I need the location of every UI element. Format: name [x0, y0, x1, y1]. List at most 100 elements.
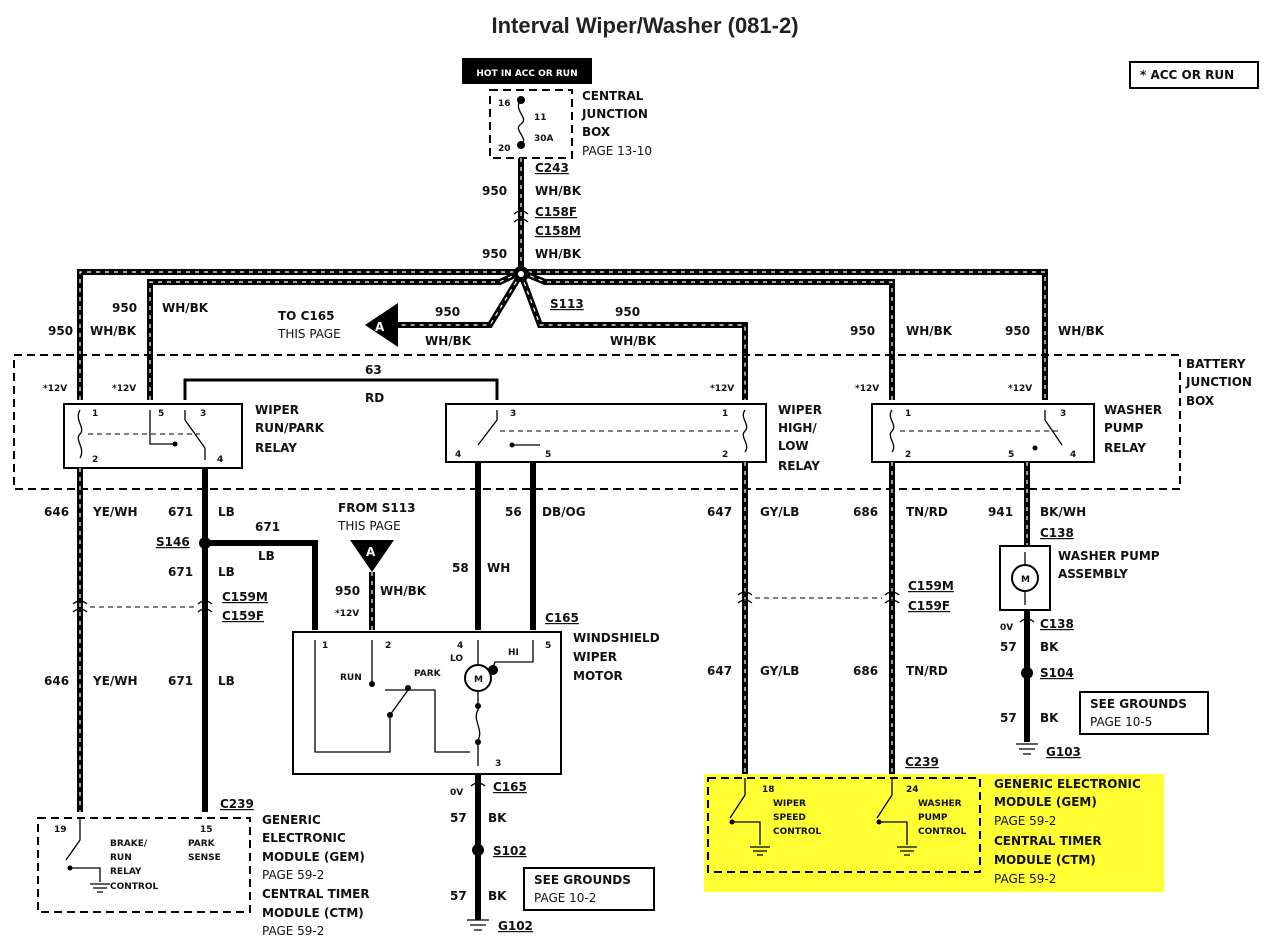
svg-text:MOTOR: MOTOR [573, 669, 623, 683]
svg-text:WASHER PUMP: WASHER PUMP [1058, 549, 1160, 563]
svg-text:G103: G103 [1046, 745, 1081, 759]
svg-text:RELAY: RELAY [778, 459, 820, 473]
svg-text:SEE GROUNDS: SEE GROUNDS [1090, 697, 1187, 711]
svg-text:RELAY: RELAY [255, 441, 297, 455]
svg-text:C159F: C159F [908, 599, 950, 613]
svg-text:WINDSHIELD: WINDSHIELD [573, 631, 660, 645]
diagram-title: Interval Wiper/Washer (081-2) [491, 13, 798, 38]
svg-text:3: 3 [510, 409, 516, 419]
svg-text:RUN/PARK: RUN/PARK [255, 421, 325, 435]
svg-text:GY/LB: GY/LB [760, 664, 799, 678]
svg-text:C158M: C158M [535, 224, 581, 238]
svg-text:5: 5 [1008, 450, 1014, 460]
svg-text:19: 19 [54, 825, 67, 835]
gem-module-right: 18 24 WIPER SPEED CONTROL WASHER PUMP CO… [704, 774, 1164, 892]
svg-text:RUN: RUN [340, 673, 362, 683]
svg-text:C159F: C159F [222, 609, 264, 623]
svg-text:YE/WH: YE/WH [92, 505, 138, 519]
svg-text:MODULE (GEM): MODULE (GEM) [994, 795, 1097, 809]
svg-text:646: 646 [44, 505, 69, 519]
ground-symbol [467, 919, 489, 931]
svg-text:LB: LB [218, 505, 235, 519]
svg-text:M: M [1021, 575, 1030, 585]
svg-text:950: 950 [482, 184, 507, 198]
svg-text:MODULE (CTM): MODULE (CTM) [994, 853, 1096, 867]
svg-text:686: 686 [853, 664, 878, 678]
svg-text:PAGE 59-2: PAGE 59-2 [262, 868, 324, 882]
svg-text:TN/RD: TN/RD [906, 505, 948, 519]
svg-text:PAGE 59-2: PAGE 59-2 [262, 924, 324, 937]
svg-text:C138: C138 [1040, 526, 1074, 540]
svg-text:BOX: BOX [1186, 394, 1215, 408]
svg-text:5: 5 [158, 409, 164, 419]
svg-text:4: 4 [455, 450, 461, 460]
svg-text:*12V: *12V [855, 384, 879, 394]
svg-text:63: 63 [365, 363, 382, 377]
svg-text:BRAKE/: BRAKE/ [110, 839, 148, 849]
svg-text:5: 5 [545, 450, 551, 460]
svg-text:950: 950 [850, 324, 875, 338]
svg-text:WIPER: WIPER [773, 799, 806, 809]
washer-pump-relay: *12V *12V 1 2 3 5 4 [855, 384, 1095, 463]
svg-text:BK: BK [488, 811, 507, 825]
power-label-box [462, 58, 592, 84]
svg-text:950: 950 [112, 301, 137, 315]
svg-text:*12V: *12V [43, 384, 67, 394]
svg-text:LB: LB [218, 565, 235, 579]
svg-text:*12V: *12V [112, 384, 136, 394]
svg-text:24: 24 [906, 785, 919, 795]
svg-text:30A: 30A [534, 134, 554, 144]
svg-text:GENERIC: GENERIC [262, 813, 321, 827]
svg-text:C243: C243 [535, 161, 569, 175]
svg-text:HIGH/: HIGH/ [778, 421, 817, 435]
svg-text:3: 3 [200, 409, 206, 419]
svg-text:BATTERY: BATTERY [1186, 357, 1246, 371]
svg-text:C159M: C159M [908, 579, 954, 593]
svg-text:2: 2 [722, 450, 728, 460]
svg-text:S104: S104 [1040, 666, 1074, 680]
svg-text:647: 647 [707, 664, 732, 678]
svg-text:HI: HI [508, 648, 519, 658]
svg-text:DB/OG: DB/OG [542, 505, 586, 519]
svg-text:A: A [375, 320, 385, 334]
svg-text:5: 5 [545, 641, 551, 651]
svg-text:941: 941 [988, 505, 1013, 519]
svg-text:671: 671 [168, 565, 193, 579]
svg-text:4: 4 [217, 455, 223, 465]
svg-text:*12V: *12V [710, 384, 734, 394]
svg-text:S146: S146 [156, 535, 190, 549]
svg-text:WH/BK: WH/BK [162, 301, 209, 315]
svg-text:CONTROL: CONTROL [773, 827, 822, 837]
svg-text:TN/RD: TN/RD [906, 664, 948, 678]
svg-text:THIS PAGE: THIS PAGE [277, 327, 341, 341]
svg-text:A: A [366, 545, 376, 559]
svg-text:PARK: PARK [414, 669, 442, 679]
from-s113-arrow [350, 540, 394, 572]
svg-text:950: 950 [435, 305, 460, 319]
svg-text:GENERIC ELECTRONIC: GENERIC ELECTRONIC [994, 777, 1141, 791]
svg-text:RELAY: RELAY [110, 867, 142, 877]
svg-text:CENTRAL: CENTRAL [582, 89, 644, 103]
svg-text:YE/WH: YE/WH [92, 674, 138, 688]
svg-text:57: 57 [1000, 711, 1017, 725]
svg-text:BK: BK [488, 889, 507, 903]
svg-text:WIPER: WIPER [255, 403, 299, 417]
svg-text:PAGE 10-2: PAGE 10-2 [534, 891, 596, 905]
svg-text:1: 1 [322, 641, 328, 651]
svg-text:3: 3 [495, 759, 501, 769]
svg-text:3: 3 [1060, 409, 1066, 419]
svg-text:950: 950 [482, 247, 507, 261]
svg-text:MODULE (CTM): MODULE (CTM) [262, 906, 364, 920]
svg-text:WH/BK: WH/BK [1058, 324, 1105, 338]
svg-text:C138: C138 [1040, 617, 1074, 631]
svg-text:18: 18 [762, 785, 775, 795]
svg-text:11: 11 [534, 113, 547, 123]
svg-text:MODULE (GEM): MODULE (GEM) [262, 850, 365, 864]
svg-text:PAGE 10-5: PAGE 10-5 [1090, 715, 1152, 729]
svg-text:GY/LB: GY/LB [760, 505, 799, 519]
svg-text:*12V: *12V [1008, 384, 1032, 394]
windshield-wiper-motor: 1 2 4 5 3 RUN PARK LO HI M [292, 631, 562, 775]
svg-text:950: 950 [48, 324, 73, 338]
svg-text:WH/BK: WH/BK [535, 184, 582, 198]
svg-text:WH/BK: WH/BK [535, 247, 582, 261]
